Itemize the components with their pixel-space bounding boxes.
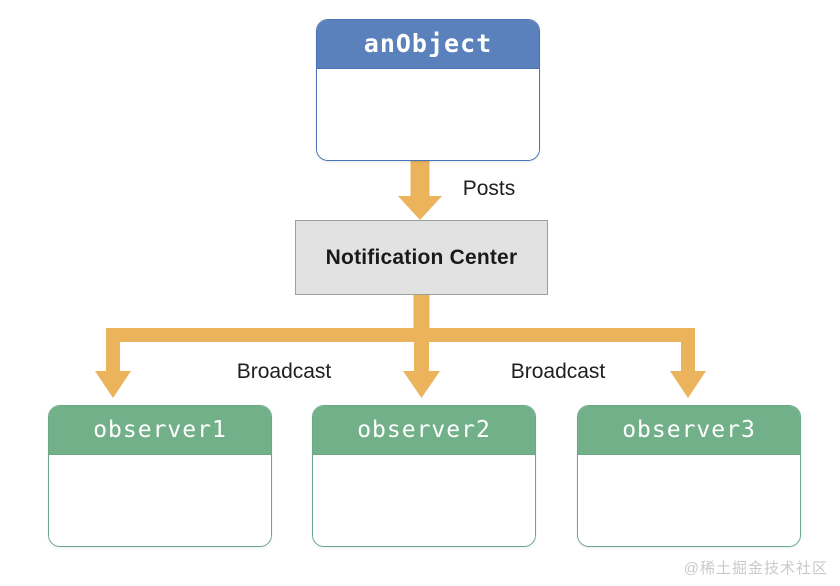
node-observer2[interactable]: observer2 <box>312 405 536 547</box>
edge-label-broadcast-left: Broadcast <box>236 360 332 383</box>
node-observer2-body <box>313 454 535 546</box>
node-notification-center-title: Notification Center <box>325 245 518 269</box>
node-observer1-title: observer1 <box>49 406 271 454</box>
arrow-broadcast-observer3 <box>670 328 706 398</box>
arrow-broadcast-trunk <box>113 294 695 342</box>
node-observer3-body <box>578 454 800 546</box>
node-observer3[interactable]: observer3 <box>577 405 801 547</box>
node-observer1[interactable]: observer1 <box>48 405 272 547</box>
arrow-broadcast-observer1 <box>95 328 131 398</box>
node-notification-center[interactable]: Notification Center <box>295 220 548 295</box>
edge-label-posts: Posts <box>462 177 516 200</box>
arrow-broadcast-observer2 <box>403 336 440 398</box>
node-observer2-title: observer2 <box>313 406 535 454</box>
node-anobject[interactable]: anObject <box>316 19 540 161</box>
arrow-posts <box>398 160 442 220</box>
node-observer1-body <box>49 454 271 546</box>
node-anobject-title: anObject <box>317 20 539 68</box>
node-observer3-title: observer3 <box>578 406 800 454</box>
node-anobject-body <box>317 68 539 160</box>
watermark: @稀土掘金技术社区 <box>683 560 828 577</box>
edge-label-broadcast-right: Broadcast <box>510 360 606 383</box>
